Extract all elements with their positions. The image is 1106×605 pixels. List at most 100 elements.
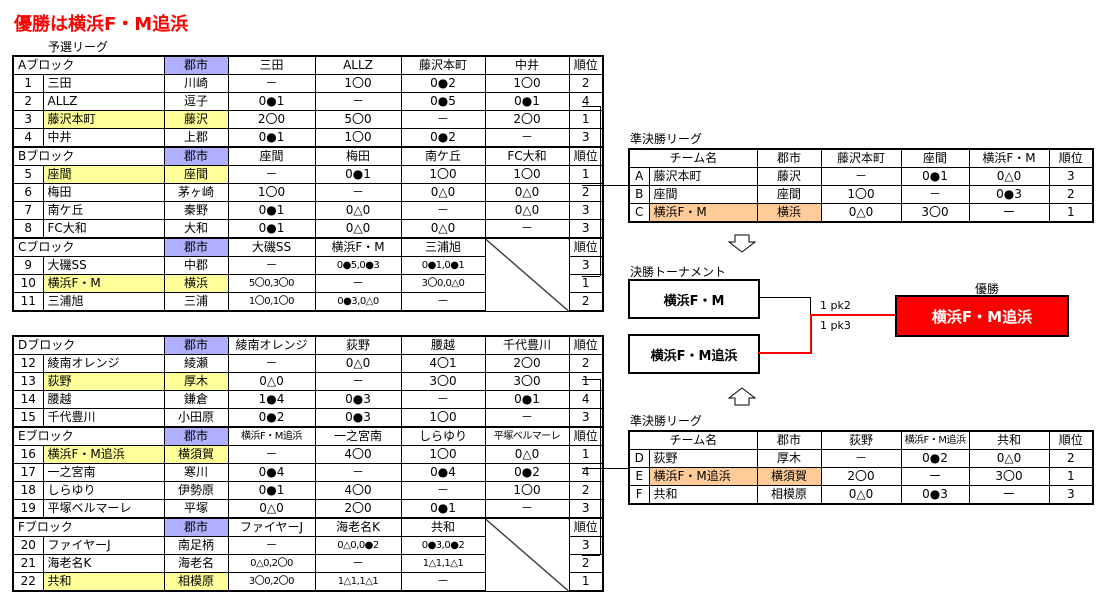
column-header: 綾南オレンジ	[227, 335, 316, 355]
city-name: 横浜	[756, 203, 822, 223]
team-name: 千代豊川	[42, 408, 165, 428]
score-cell: 0●4	[400, 463, 486, 482]
column-header: 横浜F・M	[314, 237, 402, 257]
city-name: 海老名	[163, 554, 229, 573]
score-cell: 0△0	[314, 201, 402, 220]
diagonal-cell	[484, 237, 570, 312]
rank-cell: 1	[1048, 467, 1095, 486]
score-cell: 2〇0	[820, 467, 902, 486]
semi-header-row: チーム名郡市荻野横浜F・M追浜共和順位	[627, 430, 1095, 450]
score-cell: 0△0	[400, 219, 486, 239]
score-cell: 0●1	[227, 219, 316, 239]
score-cell: 0△0	[227, 372, 316, 391]
row-number: 5	[12, 165, 44, 184]
column-header: 順位	[568, 517, 604, 537]
row-letter: C	[628, 203, 650, 223]
city-name: 三浦	[163, 292, 229, 312]
score-cell: 2〇0	[314, 499, 402, 519]
score-cell: －	[400, 292, 486, 312]
score-cell: 3〇0	[484, 372, 570, 391]
row-number: 19	[12, 499, 44, 519]
score-cell: 1〇0	[484, 481, 570, 500]
score-cell: ー	[900, 467, 970, 486]
row-number: 14	[12, 390, 44, 409]
row-letter: D	[628, 449, 650, 468]
team-name: 梅田	[42, 183, 165, 202]
rank-cell: 2	[568, 74, 604, 93]
column-header: 郡市	[163, 146, 229, 166]
score-cell: 0●3	[314, 408, 402, 428]
city-name: 厚木	[163, 372, 229, 391]
row-number: 21	[12, 554, 44, 573]
rank-cell: 1	[568, 445, 604, 464]
score-cell: 5〇0,3〇0	[227, 274, 316, 293]
winner-label: 優勝	[975, 282, 1000, 296]
score-cell: －	[400, 572, 486, 592]
city-name: 南足柄	[163, 536, 229, 555]
score-team2: 1 pk3	[820, 319, 851, 332]
score-cell: －	[400, 390, 486, 409]
score-cell: ー	[968, 485, 1050, 505]
score-cell: 1〇0	[400, 408, 486, 428]
column-header: 平塚ベルマーレ	[484, 426, 570, 446]
score-team1: 1 pk2	[820, 299, 851, 312]
score-cell: 0●2	[484, 463, 570, 482]
score-cell: 0●1	[484, 92, 570, 111]
block-header-row: Eブロック郡市横浜F・M追浜一之宮南しらゆり平塚ベルマーレ順位	[12, 426, 604, 446]
rank-cell: 3	[568, 128, 604, 148]
score-cell: 0△0	[484, 445, 570, 464]
team-name: FC大和	[42, 219, 165, 239]
score-cell: 0●1	[484, 390, 570, 409]
bracket-line	[600, 106, 601, 276]
score-cell: 3〇0,0△0	[400, 274, 486, 293]
column-header: ファイヤーJ	[227, 517, 316, 537]
score-cell: 0●1	[227, 481, 316, 500]
bracket-line	[600, 379, 601, 555]
team-name: 藤沢本町	[42, 110, 165, 129]
column-header: 順位	[568, 146, 604, 166]
column-header: 南ケ丘	[400, 146, 486, 166]
rank-cell: 2	[568, 481, 604, 500]
team-name: 横浜F・M	[42, 274, 165, 293]
rank-cell: 1	[568, 165, 604, 184]
column-header: 三田	[227, 55, 316, 75]
score-cell: 1〇0	[400, 165, 486, 184]
bracket-line	[582, 468, 600, 469]
city-name: 茅ヶ崎	[163, 183, 229, 202]
winner-line	[758, 352, 810, 354]
team-name: ALLZ	[42, 92, 165, 111]
block-name: Cブロック	[12, 237, 165, 257]
score-cell: 3〇0,2〇0	[227, 572, 316, 592]
down-arrow-icon	[727, 234, 757, 253]
team-name: 腰越	[42, 390, 165, 409]
row-number: 22	[12, 572, 44, 592]
score-cell: 0●1	[900, 167, 970, 186]
team-name: 一之宮南	[42, 463, 165, 482]
column-header: 順位	[1048, 430, 1095, 450]
page-title: 優勝は横浜F・M追浜	[14, 14, 189, 35]
bracket-line	[600, 468, 628, 469]
bracket-line	[600, 185, 628, 186]
score-cell: －	[227, 74, 316, 93]
city-name: 横須賀	[756, 467, 822, 486]
column-header: 共和	[400, 517, 486, 537]
score-cell: －	[227, 354, 316, 373]
column-header: チーム名	[627, 148, 758, 168]
